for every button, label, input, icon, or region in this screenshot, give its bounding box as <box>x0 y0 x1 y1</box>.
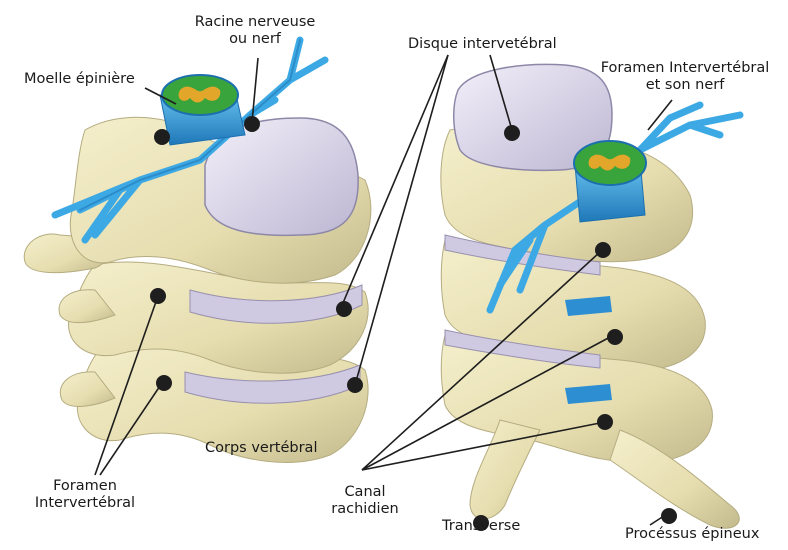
label-transverse: Transverse <box>442 518 520 535</box>
label-foramen-left-line1: Foramen <box>15 478 155 495</box>
label-foramen-right-line1: Foramen Intervertébral <box>600 60 770 77</box>
label-racine-line1: Racine nerveuse <box>180 14 330 31</box>
marker-racine <box>244 116 260 132</box>
marker-disc-left-1 <box>336 301 352 317</box>
marker-disc-left-2 <box>347 377 363 393</box>
marker-canal-2 <box>607 329 623 345</box>
right-spine <box>441 64 740 528</box>
marker-canal-3 <box>597 414 613 430</box>
label-racine-line2: ou nerf <box>180 31 330 48</box>
label-foramen-droite: Foramen Intervertébral et son nerf <box>600 60 770 94</box>
label-racine-nerveuse: Racine nerveuse ou nerf <box>180 14 330 48</box>
label-canal-rachidien: Canal rachidien <box>325 484 405 518</box>
label-processus-epineux: Procéssus épineux <box>625 526 759 543</box>
left-spine <box>24 40 371 462</box>
marker-processus <box>661 508 677 524</box>
label-canal-line1: Canal <box>325 484 405 501</box>
marker-foramen-left-2 <box>156 375 172 391</box>
label-foramen-left-line2: Intervertébral <box>15 495 155 512</box>
right-transverse-process <box>470 420 540 519</box>
label-foramen-right-line2: et son nerf <box>600 77 770 94</box>
label-moelle-epiniere: Moelle épinière <box>24 71 135 88</box>
marker-disque-right <box>504 125 520 141</box>
label-canal-line2: rachidien <box>325 501 405 518</box>
marker-canal-1 <box>595 242 611 258</box>
label-corps-vertebral: Corps vertébral <box>205 440 317 457</box>
marker-moelle <box>154 129 170 145</box>
label-disque-intervertebral: Disque intervetébral <box>408 36 557 53</box>
label-foramen-gauche: Foramen Intervertébral <box>15 478 155 512</box>
marker-foramen-left-1 <box>150 288 166 304</box>
